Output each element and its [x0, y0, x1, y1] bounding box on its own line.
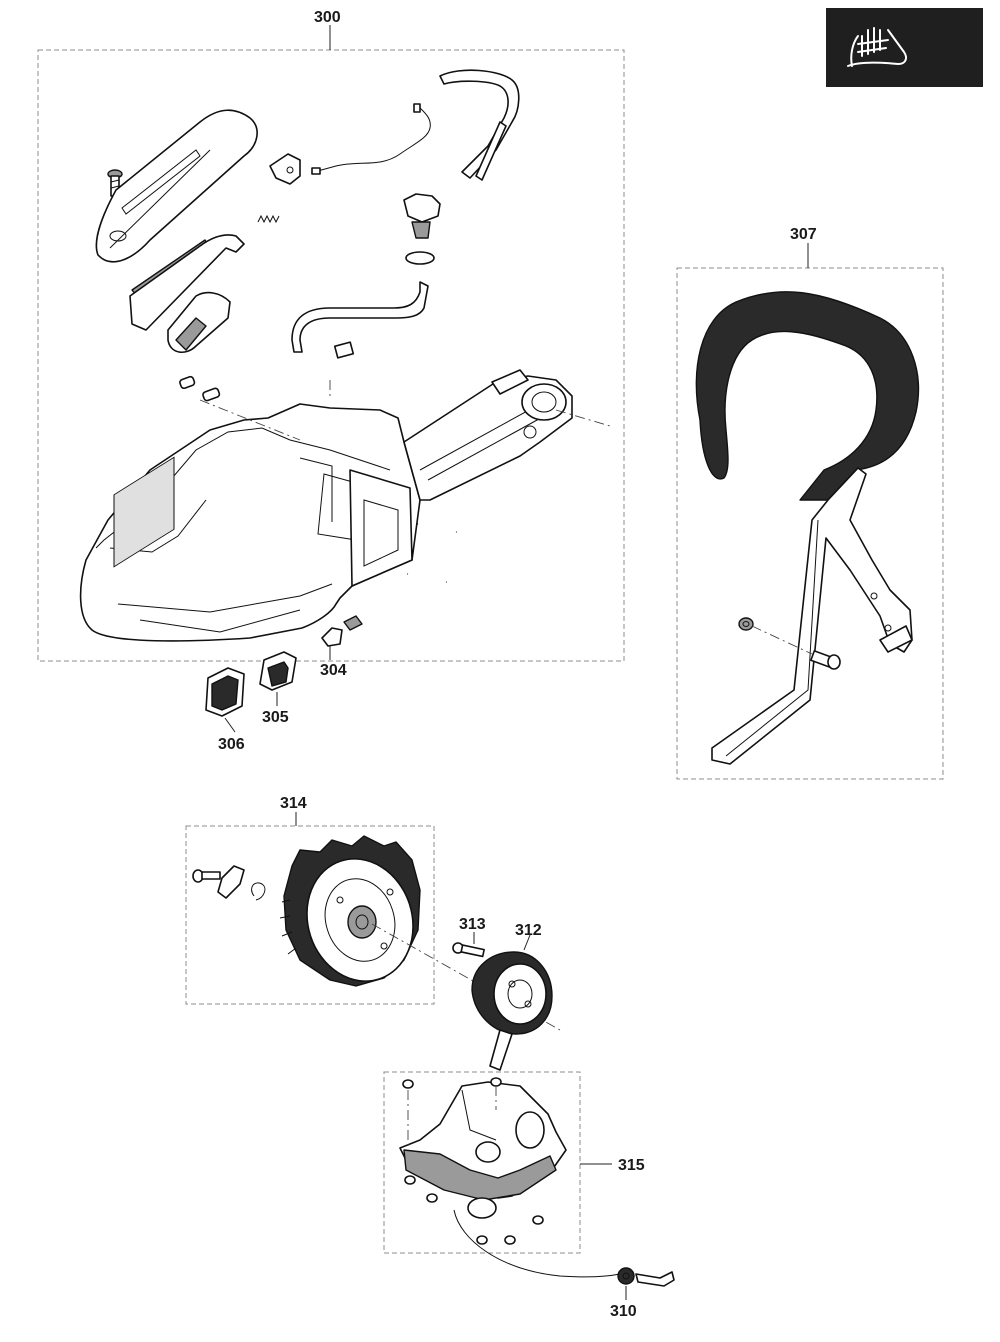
switch-parts: 304 305 306 — [205, 615, 363, 753]
callout-305: 305 — [262, 709, 289, 726]
bolt-part — [810, 650, 841, 670]
callout-315: 315 — [618, 1157, 645, 1174]
wire-harness-part — [311, 103, 431, 175]
trigger-part — [167, 291, 231, 353]
fuel-valve-part — [403, 193, 441, 265]
stop-switch-part — [259, 651, 297, 691]
callout-314: 314 — [280, 795, 307, 812]
spring-part — [257, 214, 280, 224]
group-307: 307 — [676, 226, 944, 780]
group-314: 314 — [185, 795, 561, 1031]
ignition-coil-parts: 313 312 — [452, 916, 553, 1071]
handle-cover-part — [95, 109, 258, 263]
guide-bar-part — [403, 369, 573, 501]
pawl-bolt-part — [192, 869, 221, 883]
callout-312: 312 — [515, 922, 542, 939]
flywheel-part — [279, 835, 421, 987]
callout-304: 304 — [320, 662, 347, 679]
group-300: 300 — [37, 9, 625, 662]
clip-part — [269, 153, 301, 185]
switch-cover-part — [205, 667, 245, 717]
callout-306: 306 — [218, 736, 245, 753]
crankcase-screw-part — [402, 1077, 544, 1245]
plug-part — [179, 375, 221, 402]
nut-part — [738, 617, 754, 631]
pin-part — [407, 522, 457, 584]
cable-310-part — [453, 1209, 675, 1287]
callout-310: 310 — [610, 1303, 637, 1320]
switch-clip-part — [321, 615, 363, 647]
fuel-hose-part — [439, 69, 520, 181]
callout-307: 307 — [790, 226, 817, 243]
fuel-pipe-part — [291, 281, 429, 359]
crankcase-part — [399, 1081, 567, 1219]
front-handle-part — [695, 291, 920, 765]
hand-glove-icon — [847, 27, 907, 67]
pawl-spring-part — [251, 882, 266, 901]
throttle-lever-part — [129, 234, 245, 331]
pawl-part — [217, 865, 245, 899]
brand-logo — [826, 8, 983, 87]
ignition-coil-part — [471, 951, 553, 1071]
o-ring-part — [405, 251, 435, 265]
callout-313: 313 — [459, 916, 486, 933]
callout-300: 300 — [314, 9, 341, 26]
coil-screw-part — [452, 942, 485, 958]
group-315: 315 — [383, 1071, 645, 1254]
main-housing-part — [79, 403, 421, 642]
